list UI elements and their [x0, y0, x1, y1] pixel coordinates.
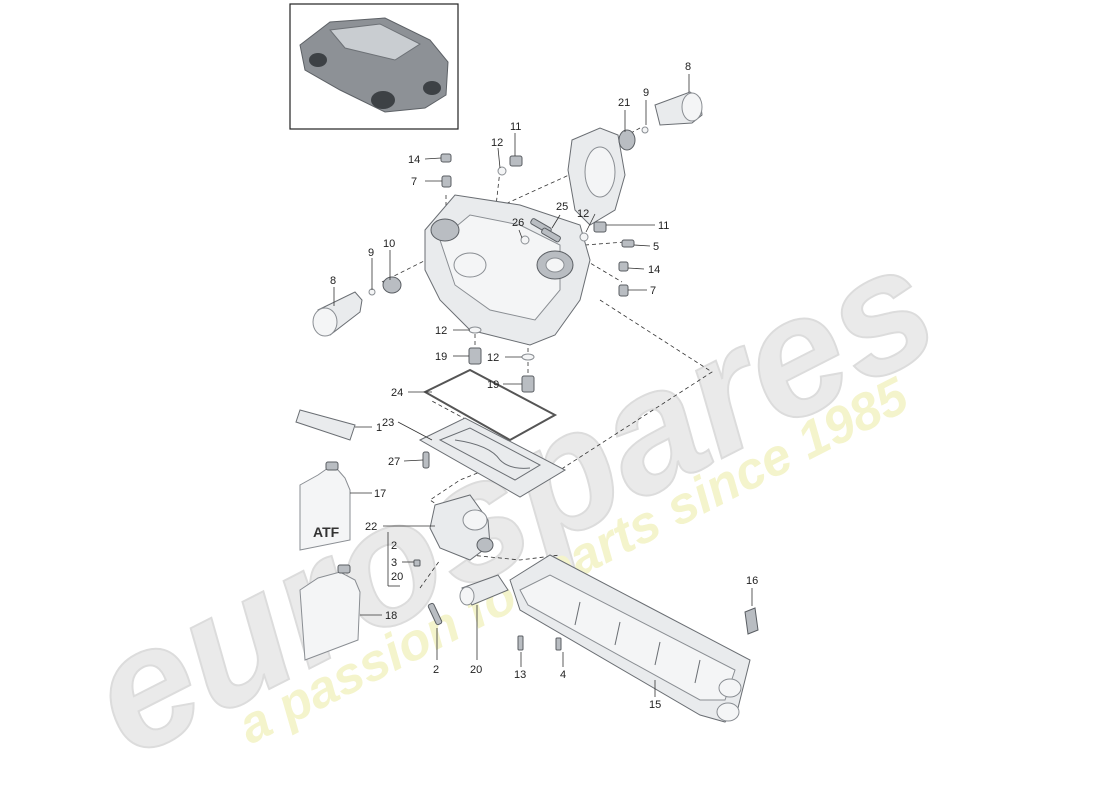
callout-24: 24 [391, 387, 403, 399]
callout-27: 27 [388, 456, 400, 468]
callout-3: 3 [391, 557, 397, 569]
transmission-housing [424, 194, 591, 346]
callout-9: 9 [368, 247, 374, 259]
callout-2: 2 [391, 540, 397, 552]
callout-14: 14 [408, 154, 420, 166]
filter-cylinder [459, 574, 509, 606]
atf-label: ATF [313, 524, 340, 540]
callout-7: 7 [650, 285, 656, 297]
gasket [422, 368, 558, 442]
callout-12: 12 [435, 325, 447, 337]
callout-12: 12 [577, 208, 589, 220]
callout-7: 7 [411, 176, 417, 188]
callout-17: 17 [374, 488, 386, 500]
bolts [413, 559, 759, 651]
callout-22: 22 [365, 521, 377, 533]
output-flange-right [618, 91, 703, 151]
callout-8: 8 [330, 275, 336, 287]
callout-10: 10 [383, 238, 395, 250]
flange-cover [567, 127, 626, 226]
callout-12: 12 [491, 137, 503, 149]
leader-lines [333, 74, 753, 697]
callout-1: 1 [376, 422, 382, 434]
callout-8: 8 [685, 61, 691, 73]
callout-20: 20 [470, 664, 482, 676]
callout-9: 9 [643, 87, 649, 99]
callouts: 8 9 21 11 12 14 7 25 26 12 11 5 14 7 10 … [330, 61, 758, 711]
callout-11: 11 [658, 220, 669, 232]
callout-18: 18 [385, 610, 397, 622]
callout-2: 2 [433, 664, 439, 676]
callout-19: 19 [435, 351, 447, 363]
callout-20: 20 [391, 571, 403, 583]
cooler-housing [509, 554, 751, 723]
callout-13: 13 [514, 669, 526, 681]
callout-11: 11 [510, 121, 521, 133]
output-flange-left [312, 276, 402, 337]
callout-21: 21 [618, 97, 630, 109]
callout-25: 25 [556, 201, 568, 213]
fluid-bottle [299, 564, 361, 661]
callout-16: 16 [746, 575, 758, 587]
callout-26: 26 [512, 217, 524, 229]
callout-15: 15 [649, 699, 661, 711]
callout-23: 23 [382, 417, 394, 429]
callout-4: 4 [560, 669, 566, 681]
small-parts [422, 153, 635, 469]
callout-14: 14 [648, 264, 660, 276]
atf-bottle: ATF [299, 461, 351, 551]
callout-5: 5 [653, 241, 659, 253]
pipe [295, 409, 356, 441]
callout-19: 19 [487, 379, 499, 391]
car-thumbnail [289, 3, 459, 130]
callout-12: 12 [487, 352, 499, 364]
valve-pump [429, 494, 494, 561]
hydraulic-plate [418, 417, 567, 498]
